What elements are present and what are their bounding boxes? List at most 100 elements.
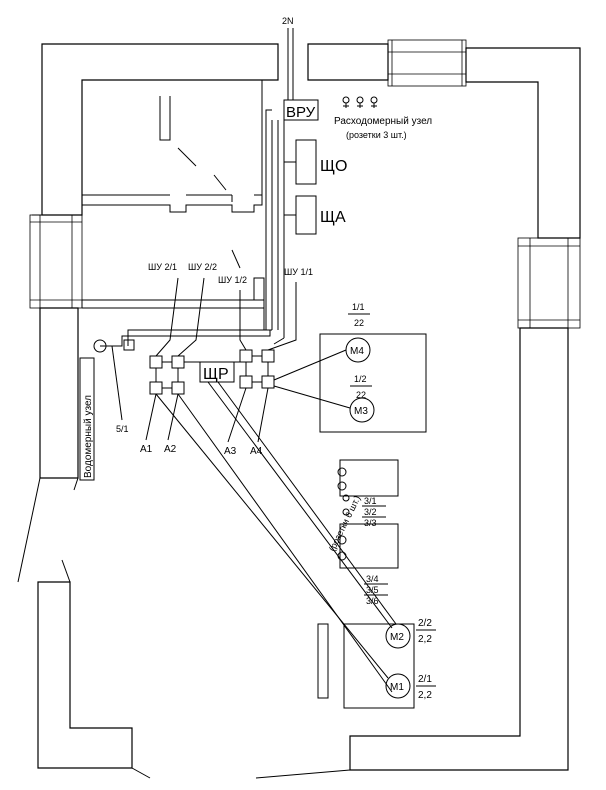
shr-label: ЩР [203, 366, 229, 383]
link [273, 337, 285, 345]
shu22-box [171, 355, 185, 369]
shu12-box [239, 349, 253, 363]
partition-upper-room [81, 80, 263, 213]
water-meter-icon [93, 339, 107, 353]
water-node-label: Водомерный узел [83, 395, 94, 478]
motor-m3 [349, 397, 375, 423]
a4-leader [257, 387, 269, 443]
motor-m3-num: 1/2 [354, 374, 367, 384]
a1-box [149, 381, 163, 395]
shu21-label: ШУ 2/1 [148, 262, 177, 272]
wall-top-middle [307, 43, 389, 81]
long-cables [155, 381, 397, 693]
wall-edge [61, 559, 71, 583]
shchA-label: ЩА [320, 209, 346, 226]
shr-box [199, 361, 235, 383]
meter-node-sockets: (розетки 3 шт.) [346, 130, 407, 140]
cabinet [317, 623, 329, 699]
motor-m3-den: 22 [356, 390, 366, 400]
shu22-label: ШУ 2/2 [188, 262, 217, 272]
a4-box [261, 375, 275, 389]
n51-label: 5/1 [116, 424, 129, 434]
a3-label: А3 [224, 446, 237, 457]
vru-panel: ВРУ [283, 99, 319, 121]
window-left [29, 214, 83, 309]
wall-edge [17, 477, 41, 583]
motor-m3-label: М3 [354, 406, 368, 417]
shu11-leader [267, 282, 297, 351]
door-gap [131, 767, 151, 779]
socket-symbols [342, 96, 378, 108]
a2-box [171, 381, 185, 395]
cable-m2 [217, 381, 397, 625]
wall-bottom-left [37, 581, 133, 769]
wall-right-lower [349, 327, 569, 771]
socket-icon [356, 96, 364, 104]
shchO-box [295, 139, 317, 185]
shu12-label: ШУ 1/2 [218, 275, 247, 285]
motor-m1-label: М1 [390, 682, 404, 693]
water-switch-box [123, 339, 135, 351]
cable-m2 [207, 381, 393, 629]
socket-icon [370, 96, 378, 104]
socket-rooms: (розетки 6 шт.) 3/1 3/2 3/3 3/4 3/5 3/6 [327, 459, 399, 606]
socket-icon [342, 96, 350, 104]
windows [29, 39, 581, 329]
meter-node: Расходомерный узел (розетки 3 шт.) [334, 96, 432, 140]
feed-trunk [265, 109, 272, 330]
motor-m2-num: 2/2 [418, 618, 432, 629]
shu22-leader [177, 277, 205, 357]
motor-m4-num: 1/1 [352, 302, 365, 312]
shu21-leader [155, 277, 179, 357]
shchO-label: ЩО [320, 158, 347, 175]
a1-label: А1 [140, 444, 153, 455]
shu21-box [149, 355, 163, 369]
building-walls [32, 43, 581, 771]
cable-m3 [273, 385, 351, 409]
socket-icon [337, 551, 347, 561]
a1-leader [145, 393, 157, 441]
window-right [517, 237, 581, 329]
motor-m4-label: М4 [350, 346, 364, 357]
door-swing [177, 147, 197, 167]
n51-leader [111, 345, 123, 421]
motor-m1-num: 2/1 [418, 674, 432, 685]
input-cable: 2N [282, 16, 294, 100]
door-swing [213, 174, 227, 191]
shu12-leader [239, 290, 247, 351]
circuit-3-5: 3/5 [366, 585, 379, 595]
a2-leader [167, 393, 179, 441]
panels-shchO-shchA: ЩО ЩА [265, 109, 347, 338]
water-node-box [79, 357, 95, 481]
partition-lower [81, 277, 265, 308]
socket-icon [342, 494, 350, 502]
wall-edge [73, 477, 79, 491]
motor-room-lower: М2 М1 2/2 2,2 2/1 2,2 [317, 618, 436, 709]
motor-room-upper: М4 М3 1/1 22 1/2 22 [273, 302, 427, 433]
input-label: 2N [282, 16, 294, 26]
shu11-label: ШУ 1/1 [284, 267, 313, 277]
motor-m1-den: 2,2 [418, 690, 432, 701]
motor-m1 [385, 673, 411, 699]
motor-room-upper-box [319, 333, 427, 433]
motor-m2-den: 2,2 [418, 634, 432, 645]
circuit-3-2: 3/2 [364, 507, 377, 517]
wall-left-middle [39, 307, 79, 479]
a4-label: А4 [250, 446, 263, 457]
door-gap [255, 769, 351, 779]
circuit-3-4: 3/4 [366, 574, 379, 584]
partition-stub [159, 96, 171, 141]
motor-m2 [385, 623, 411, 649]
socket-room-2 [339, 523, 399, 569]
socket-icon [337, 467, 347, 477]
shr-panel-group: ЩР ШУ 2/1 [100, 262, 313, 457]
vru-label: ВРУ [286, 104, 316, 121]
inner-partitions [17, 80, 351, 779]
socket-icon [342, 508, 350, 516]
socket-room-1 [339, 459, 399, 497]
shu11-box [261, 349, 275, 363]
water-meter-node: Водомерный узел [79, 339, 135, 481]
a2-label: А2 [164, 444, 177, 455]
cable-m1 [177, 393, 393, 693]
